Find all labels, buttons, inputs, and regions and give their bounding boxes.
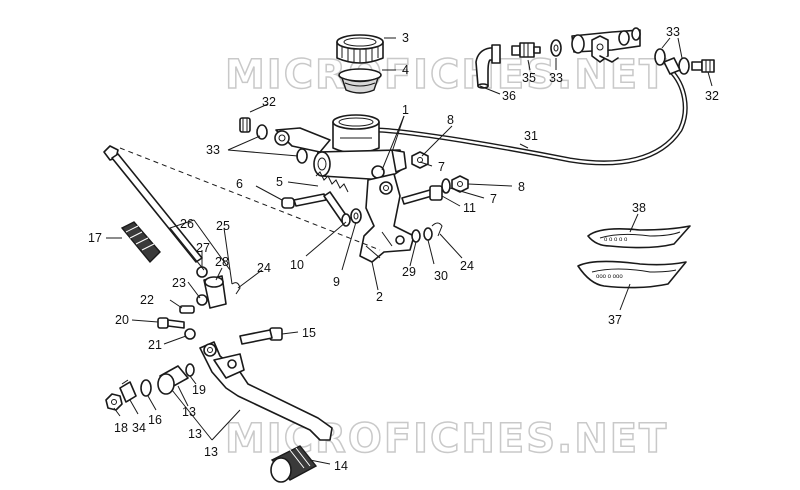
adjuster-bolt-11 — [401, 185, 443, 205]
washer-21 — [184, 328, 196, 340]
label-24-right: 24 — [460, 259, 474, 273]
nut-8-upper — [411, 151, 429, 169]
banjo-bolt-32-right — [691, 59, 715, 73]
label-28: 28 — [215, 255, 229, 269]
decal-37: ooo o ooo — [577, 260, 687, 289]
label-13-b: 13 — [188, 427, 202, 441]
label-5: 5 — [276, 175, 283, 189]
label-20: 20 — [115, 313, 129, 327]
pin-22 — [179, 305, 195, 314]
label-33-right: 33 — [666, 25, 680, 39]
brake-pedal — [199, 341, 333, 441]
elbow-fitting — [475, 44, 501, 89]
label-13-c: 13 — [204, 445, 218, 459]
banjo-union-left — [274, 127, 331, 153]
label-29: 29 — [402, 265, 416, 279]
label-37: 37 — [608, 313, 622, 327]
tab-washer-34 — [119, 379, 137, 403]
nut-8-lower — [451, 175, 469, 193]
part-number-labels: 3 4 36 35 33 33 32 32 33 1 5 6 8 7 8 7 1… — [88, 25, 719, 473]
label-2: 2 — [376, 290, 383, 304]
push-rod — [323, 191, 362, 227]
label-10: 10 — [290, 258, 304, 272]
label-30: 30 — [434, 269, 448, 283]
washer-19 — [185, 363, 195, 377]
return-spring — [315, 171, 349, 193]
pedal-bushing — [157, 365, 189, 395]
brake-lever-bracket — [359, 173, 415, 263]
washer-29 — [411, 229, 421, 243]
label-4: 4 — [402, 63, 409, 77]
label-7-upper: 7 — [438, 160, 445, 174]
pivot-bolt-15 — [239, 327, 283, 345]
label-27: 27 — [196, 241, 210, 255]
svg-text:ooo o ooo: ooo o ooo — [596, 274, 623, 280]
split-pin-24-right — [431, 222, 443, 237]
linkage-rod — [103, 145, 381, 263]
label-32-left: 32 — [262, 95, 276, 109]
pin-bolt-6 — [281, 193, 327, 209]
banjo-bolt-32-left — [239, 117, 251, 133]
label-33-left: 33 — [206, 143, 220, 157]
label-14: 14 — [334, 459, 348, 473]
split-pin-24-left — [231, 282, 241, 295]
label-18: 18 — [114, 421, 128, 435]
label-25: 25 — [216, 219, 230, 233]
label-17: 17 — [88, 231, 102, 245]
label-24-left: 24 — [257, 261, 271, 275]
label-35: 35 — [522, 71, 536, 85]
washer-7-lower — [441, 178, 451, 194]
svg-text:o o o o o: o o o o o — [604, 237, 628, 243]
washer-33-left-a — [256, 124, 268, 140]
label-1: 1 — [402, 103, 409, 117]
reservoir-diaphragm — [338, 68, 382, 94]
label-3: 3 — [402, 31, 409, 45]
label-33-top: 33 — [549, 71, 563, 85]
washer-33-top — [550, 39, 562, 57]
label-9: 9 — [333, 275, 340, 289]
washer-33-left-b — [296, 148, 308, 164]
label-13-a: 13 — [182, 405, 196, 419]
washer-33-right-a — [654, 48, 666, 66]
label-6: 6 — [236, 177, 243, 191]
label-16: 16 — [148, 413, 162, 427]
caliper-union — [571, 27, 641, 63]
nut-27 — [196, 266, 208, 278]
leader-lines — [106, 37, 713, 465]
watermark-top: MICROFICHES.NET — [225, 52, 668, 98]
label-38: 38 — [632, 201, 646, 215]
label-8-lower: 8 — [518, 180, 525, 194]
bolt-20 — [157, 317, 185, 329]
washer-30 — [423, 227, 433, 241]
label-23: 23 — [172, 276, 186, 290]
decal-38: o o o o o — [587, 225, 691, 249]
washer-33-right-b — [678, 57, 690, 75]
label-34: 34 — [132, 421, 146, 435]
label-11: 11 — [463, 201, 476, 215]
nut-18 — [105, 393, 123, 411]
master-cylinder — [313, 114, 407, 181]
clevis-28 — [203, 275, 227, 309]
rubber-boot — [120, 221, 161, 264]
label-15: 15 — [302, 326, 316, 340]
label-22: 22 — [140, 293, 154, 307]
brake-hose — [375, 57, 688, 166]
label-26: 26 — [180, 217, 194, 231]
reservoir-cap — [336, 34, 384, 64]
label-32-right: 32 — [705, 89, 719, 103]
label-8-upper: 8 — [447, 113, 454, 127]
label-21: 21 — [148, 338, 162, 352]
label-36: 36 — [502, 89, 516, 103]
label-19: 19 — [192, 383, 206, 397]
pedal-rubber — [270, 445, 318, 483]
banjo-bolt-top — [511, 42, 541, 58]
washer-16 — [140, 379, 152, 397]
label-31: 31 — [524, 129, 538, 143]
label-7-lower: 7 — [490, 192, 497, 206]
